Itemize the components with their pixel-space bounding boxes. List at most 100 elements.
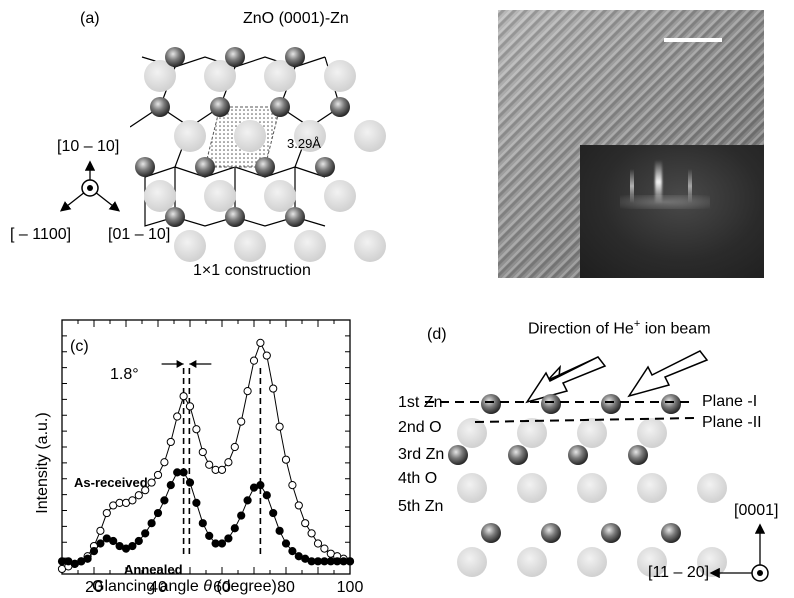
data-point-0 xyxy=(96,526,105,535)
data-point-0 xyxy=(313,539,323,548)
data-point-0 xyxy=(307,529,316,538)
panel-a-label: (a) xyxy=(80,10,100,27)
beam-arrows xyxy=(525,350,709,404)
data-point-0 xyxy=(205,460,214,469)
data-point-1 xyxy=(153,508,163,518)
x-tick-label: 80 xyxy=(277,579,295,596)
data-point-0 xyxy=(256,338,265,347)
data-point-1 xyxy=(96,539,105,548)
shift-arrowhead-right xyxy=(189,360,197,368)
scale-bar xyxy=(664,38,722,42)
data-point-0 xyxy=(281,455,291,464)
x-axis-label: Glancing angle θ (degree) xyxy=(92,578,277,596)
data-point-0 xyxy=(249,356,259,365)
data-point-0 xyxy=(173,412,182,421)
data-point-0 xyxy=(217,465,227,474)
y-axis-label: Intensity (a.u.) xyxy=(34,412,51,514)
data-point-0 xyxy=(320,544,329,553)
data-point-0 xyxy=(179,392,188,401)
side-view-diagram xyxy=(425,350,769,582)
layer-label-2: 2nd O xyxy=(398,419,442,436)
data-point-1 xyxy=(185,478,195,487)
data-point-0 xyxy=(237,417,246,426)
shift-arrowhead-left xyxy=(176,360,184,368)
layer-label-3: 3rd Zn xyxy=(398,446,445,463)
data-point-0 xyxy=(243,387,252,396)
direction-indicator xyxy=(59,160,121,212)
o-layer-2 xyxy=(457,418,667,448)
data-point-0 xyxy=(301,519,310,528)
data-point-0 xyxy=(153,470,163,480)
data-point-0 xyxy=(275,422,284,431)
layer-label-5: 5th Zn xyxy=(398,498,444,515)
panel-a-title: ZnO (0001)-Zn xyxy=(243,10,349,27)
x-tick-label: 20 xyxy=(85,579,103,596)
data-point-0 xyxy=(102,508,111,518)
data-point-1 xyxy=(217,539,227,548)
data-point-1 xyxy=(281,539,291,548)
data-point-0 xyxy=(192,425,201,434)
series-line-0 xyxy=(61,341,351,570)
data-point-1 xyxy=(243,496,252,505)
data-point-1 xyxy=(256,481,265,490)
x-axis-label-prefix: Glancing angle xyxy=(92,578,204,595)
data-point-1 xyxy=(147,519,156,528)
data-point-0 xyxy=(166,437,175,447)
axis-up-label: [0001] xyxy=(734,502,779,519)
data-point-0 xyxy=(185,402,195,411)
layer-label-4: 4th O xyxy=(398,470,438,487)
data-point-1 xyxy=(160,496,169,505)
data-point-0 xyxy=(262,351,271,360)
data-point-1 xyxy=(230,524,239,533)
zn-layer-1 xyxy=(481,394,681,414)
beam-sup: + xyxy=(633,318,641,330)
zn-layer-5 xyxy=(481,523,681,543)
x-tick-label: 40 xyxy=(149,579,167,596)
zno-lattice-diagram xyxy=(130,47,386,262)
angle-scan-chart: 20 40 60 80 100 xyxy=(57,319,364,596)
zinc-atoms xyxy=(135,47,350,227)
panel-d-label: (d) xyxy=(427,326,447,343)
data-point-1 xyxy=(141,529,150,538)
data-point-1 xyxy=(89,547,99,556)
diffraction-inset xyxy=(580,145,764,278)
zn-layer-3 xyxy=(448,445,648,465)
data-point-0 xyxy=(198,447,207,457)
x-tick-label: 60 xyxy=(213,579,231,596)
data-point-1 xyxy=(192,498,201,507)
oxygen-atoms xyxy=(144,60,386,262)
data-point-0 xyxy=(294,501,303,510)
data-point-0 xyxy=(134,491,143,500)
data-point-1 xyxy=(345,557,355,566)
lattice-spacing-label: 3.29Å xyxy=(287,136,321,151)
plane-2-line xyxy=(474,417,696,423)
series-label-annealed: Annealed xyxy=(124,562,183,577)
layer-label-1: 1st Zn xyxy=(398,394,443,411)
series-label-as-received: As-received xyxy=(74,475,148,490)
x-axis-label-symbol: θ xyxy=(203,578,212,595)
x-tick-label: 100 xyxy=(337,579,364,596)
x-axis-label-suffix: (degree) xyxy=(211,578,277,595)
data-point-0 xyxy=(160,458,169,467)
plane-2-label: Plane -II xyxy=(702,414,762,431)
construction-caption: 1×1 construction xyxy=(193,262,311,279)
data-point-1 xyxy=(83,554,92,563)
data-point-1 xyxy=(275,526,284,535)
chart-panel-label: (c) xyxy=(70,338,89,355)
stm-image xyxy=(498,10,764,278)
axis-left-label: [11 – 20] xyxy=(648,564,710,581)
data-point-1 xyxy=(128,541,137,551)
direction-left-label: [ – 1100] xyxy=(10,226,72,243)
data-point-0 xyxy=(128,496,137,505)
data-point-1 xyxy=(179,468,188,477)
o-layer-4 xyxy=(457,473,727,503)
data-point-1 xyxy=(269,508,278,518)
beam-direction-label: Direction of He+ ion beam xyxy=(528,318,711,338)
data-point-1 xyxy=(134,536,143,546)
data-point-1 xyxy=(288,547,297,556)
beam-label: Direction of He xyxy=(528,320,634,338)
data-point-0 xyxy=(269,384,278,393)
o-layer-6 xyxy=(457,547,727,577)
data-point-0 xyxy=(141,486,150,495)
data-point-1 xyxy=(198,519,207,528)
